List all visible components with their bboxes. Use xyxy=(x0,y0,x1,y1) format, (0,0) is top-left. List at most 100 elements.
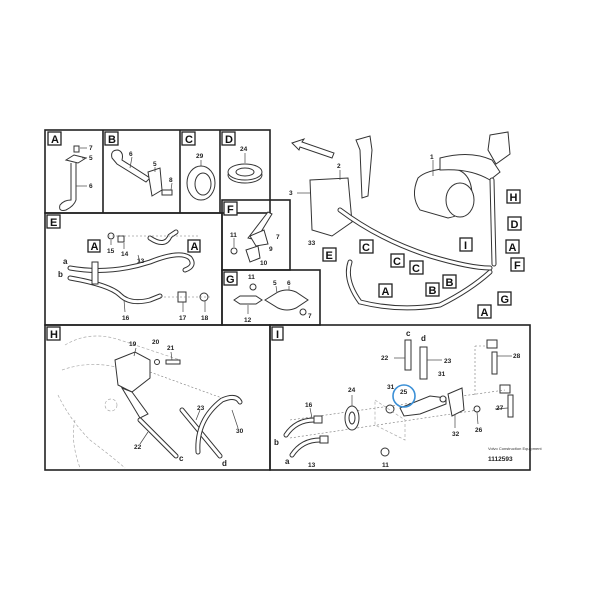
svg-text:A: A xyxy=(191,241,199,253)
svg-text:G: G xyxy=(501,294,510,306)
panel-label-d: D xyxy=(221,131,236,146)
panel-labels: A B C D E F G H I xyxy=(46,131,284,341)
ref-box-a: A xyxy=(87,239,101,253)
callout-21: 21 xyxy=(167,345,175,352)
panel-label-g: G xyxy=(223,271,238,286)
panel-d-drawing: 24 xyxy=(227,146,263,184)
panel-label-c: C xyxy=(181,131,196,146)
panel-label-b: B xyxy=(104,131,119,146)
callout-15: 15 xyxy=(107,248,115,255)
callout-19: 19 xyxy=(129,341,137,348)
callout-8: 8 xyxy=(169,177,173,184)
callout-6: 6 xyxy=(89,183,93,190)
panel-b-drawing: 6 5 8 xyxy=(111,149,173,197)
svg-text:A: A xyxy=(382,286,390,298)
callout-2: 2 xyxy=(337,163,341,170)
callout-23: 23 xyxy=(444,358,452,365)
ref-box-c: C xyxy=(390,253,405,268)
panel-c-drawing: 29 xyxy=(186,153,216,201)
ref-box-a: A xyxy=(505,239,520,254)
callout-30: 30 xyxy=(236,428,244,435)
callout-b: b xyxy=(58,270,63,279)
svg-text:H: H xyxy=(50,329,58,341)
callout-16: 16 xyxy=(305,402,313,409)
callout-9: 9 xyxy=(269,246,273,253)
svg-text:A: A xyxy=(481,307,489,319)
ref-box-d: D xyxy=(507,216,522,231)
callout-33: 33 xyxy=(308,240,316,247)
panel-label-a: A xyxy=(47,131,62,146)
svg-text:G: G xyxy=(226,274,235,286)
callout-22: 22 xyxy=(381,355,389,362)
svg-text:E: E xyxy=(50,217,57,229)
direction-arrow-icon xyxy=(291,138,335,159)
callout-31: 31 xyxy=(438,371,446,378)
panel-a-drawing: 7 5 6 xyxy=(59,145,93,211)
callout-25: 25 xyxy=(400,389,408,396)
callout-14: 14 xyxy=(121,251,129,258)
ref-box-b: B xyxy=(442,274,457,289)
panel-label-i: I xyxy=(271,326,284,341)
callout-11: 11 xyxy=(230,232,237,239)
callout-11: 11 xyxy=(248,274,255,281)
panel-f-drawing: 11 7 9 10 xyxy=(230,211,280,267)
callout-23: 23 xyxy=(197,405,205,412)
callout-5: 5 xyxy=(273,280,277,287)
callout-5: 5 xyxy=(153,161,157,168)
panel-e-drawing: 15 14 13 16 17 18 a b A A xyxy=(58,229,212,322)
callout-12: 12 xyxy=(244,317,252,324)
ref-box-c: C xyxy=(359,239,374,254)
ref-box-a: A xyxy=(378,283,393,298)
svg-text:D: D xyxy=(225,134,233,146)
panel-label-f: F xyxy=(223,201,238,216)
svg-text:C: C xyxy=(185,134,193,146)
ref-box-g: G xyxy=(497,291,512,306)
svg-text:B: B xyxy=(108,134,116,146)
callout-26: 26 xyxy=(475,427,483,434)
callout-a: a xyxy=(63,257,68,266)
svg-text:B: B xyxy=(446,277,454,289)
callout-c: c xyxy=(179,454,184,463)
callout-6: 6 xyxy=(129,151,133,158)
svg-text:E: E xyxy=(326,250,333,262)
callout-d: d xyxy=(421,334,426,343)
callout-d: d xyxy=(222,459,227,468)
callout-29: 29 xyxy=(196,153,204,160)
highlight-circle xyxy=(392,384,416,408)
ref-box-h: H xyxy=(506,189,521,204)
svg-text:A: A xyxy=(509,242,517,254)
svg-text:A: A xyxy=(51,134,59,146)
ref-box-b: B xyxy=(425,282,440,297)
callout-31: 31 xyxy=(387,384,395,391)
callout-27: 27 xyxy=(496,405,504,412)
panel-h-drawing: 19 20 21 23 30 22 c d xyxy=(57,335,244,469)
callout-28: 28 xyxy=(513,353,521,360)
caption-company: Volvo Construction Equipment xyxy=(488,446,542,451)
callout-b: b xyxy=(274,438,279,447)
svg-text:C: C xyxy=(362,242,370,254)
svg-text:F: F xyxy=(227,204,234,216)
callout-17: 17 xyxy=(179,315,187,322)
ref-box-a: A xyxy=(187,239,201,253)
panel-label-h: H xyxy=(46,326,61,341)
svg-text:C: C xyxy=(393,256,401,268)
ref-box-e: E xyxy=(322,247,337,262)
ref-box-i: I xyxy=(459,237,473,252)
ref-box-f: F xyxy=(510,257,525,272)
svg-text:F: F xyxy=(514,260,521,272)
callout-13: 13 xyxy=(137,258,145,265)
panel-g-drawing: 11 5 6 12 7 xyxy=(233,274,312,324)
callout-22: 22 xyxy=(134,444,142,451)
callout-24: 24 xyxy=(348,387,356,394)
callout-24: 24 xyxy=(240,146,248,153)
callout-16: 16 xyxy=(122,315,130,322)
svg-text:C: C xyxy=(412,263,420,275)
callout-18: 18 xyxy=(201,315,209,322)
callout-20: 20 xyxy=(152,339,160,346)
callout-10: 10 xyxy=(260,260,268,267)
svg-text:H: H xyxy=(510,192,518,204)
callout-7: 7 xyxy=(89,145,93,152)
overview-drawing: 2 3 33 1 H D A I F G A B B A E C C C xyxy=(289,131,525,319)
callout-c: c xyxy=(406,329,411,338)
